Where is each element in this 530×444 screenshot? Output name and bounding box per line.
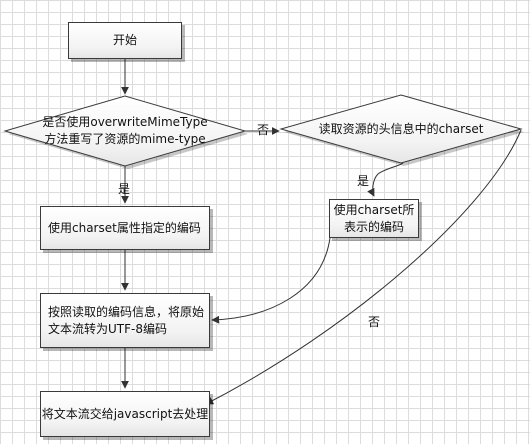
decision-header-shape: [279, 94, 523, 164]
start-node: 开始: [68, 22, 182, 59]
label-header-yes: 是: [357, 174, 370, 188]
label-mime-no: 否: [257, 123, 270, 137]
decision-mime-line2: 方法重写了资源的mime-type: [44, 132, 206, 146]
edge-header-yes: [367, 162, 404, 197]
process-handoff-javascript-label: 将文本流交给javascript去处理: [41, 406, 209, 421]
label-header-no: 否: [368, 315, 381, 329]
process-charset-header: 使用charset所表示的编码: [329, 199, 419, 238]
decision-mime-line1: 是否使用overwriteMimeType: [42, 115, 208, 129]
process-convert-utf8-label: 按照读取的编码信息，将原始文本流转为UTF-8编码: [48, 304, 205, 336]
decision-header-label: 读取资源的头信息中的charset: [318, 122, 484, 136]
label-mime-yes: 是: [118, 182, 131, 196]
decision-mime-text: 是否使用overwriteMimeType 方法重写了资源的mime-type: [5, 114, 245, 148]
decision-header-text: 读取资源的头信息中的charset: [281, 121, 521, 138]
edge-header-charset-to-convert: [211, 237, 331, 324]
edge-header-no: [205, 129, 522, 405]
process-charset-attribute: 使用charset属性指定的编码: [40, 206, 210, 250]
process-charset-header-label: 使用charset所表示的编码: [333, 202, 415, 234]
process-charset-attribute-label: 使用charset属性指定的编码: [48, 220, 201, 235]
process-convert-utf8: 按照读取的编码信息，将原始文本流转为UTF-8编码: [40, 293, 210, 348]
start-node-label: 开始: [112, 33, 137, 47]
process-handoff-javascript: 将文本流交给javascript去处理: [40, 391, 210, 437]
